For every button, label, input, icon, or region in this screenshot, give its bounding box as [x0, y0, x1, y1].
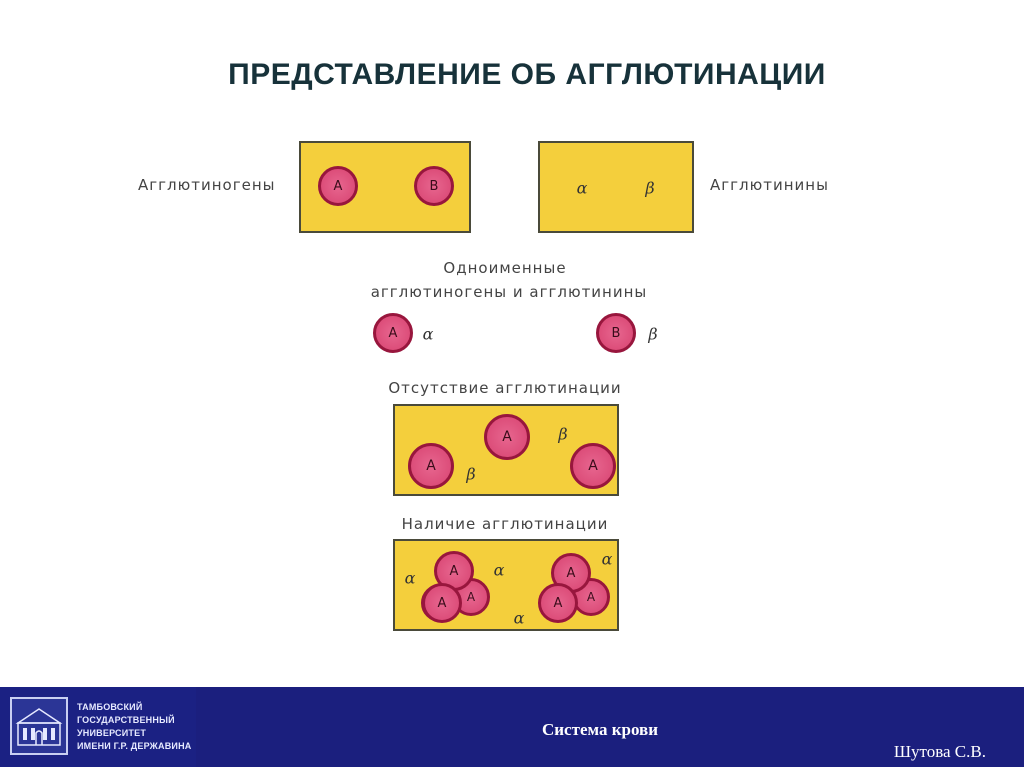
university-name-line1: ТАМБОВСКИЙ: [77, 701, 195, 714]
same-name-heading: Одноименные агглютиногены и агглютинины: [0, 256, 1010, 304]
footer-author: Шутова С.В.: [894, 742, 986, 762]
agglutinins-label: Агглютинины: [710, 176, 829, 194]
absence-cell-a-middle: A: [484, 414, 530, 460]
pair-beta: β: [648, 325, 657, 344]
clump-left-cell-4: A: [422, 583, 462, 623]
agglutinogens-box: A B: [299, 141, 471, 233]
presence-box: A A A A A A A α α α α: [393, 539, 619, 631]
absence-beta-top: β: [558, 425, 567, 444]
alpha-agglutinin: α: [577, 179, 588, 198]
same-name-heading-line1: Одноименные: [0, 256, 1010, 280]
same-name-heading-line2: агглютиногены и агглютинины: [0, 280, 1010, 304]
presence-alpha-center-bottom: α: [514, 609, 525, 628]
presence-heading: Наличие агглютинации: [0, 512, 1010, 536]
clump-right-cell-3: A: [538, 583, 578, 623]
pair-a-cell: A: [373, 313, 413, 353]
antigen-b-cell: B: [414, 166, 454, 206]
pair-alpha: α: [423, 325, 434, 344]
footer-bar: ТАМБОВСКИЙ ГОСУДАРСТВЕННЫЙ УНИВЕРСИТЕТ И…: [0, 687, 1024, 767]
presence-alpha-center-top: α: [494, 561, 505, 580]
beta-agglutinin: β: [645, 179, 654, 198]
absence-cell-a-left: A: [408, 443, 454, 489]
antigen-a-cell: A: [318, 166, 358, 206]
university-name-line4: ИМЕНИ Г.Р. ДЕРЖАВИНА: [77, 740, 195, 753]
absence-heading: Отсутствие агглютинации: [0, 376, 1010, 400]
absence-beta-bottom: β: [466, 465, 475, 484]
presence-alpha-left: α: [405, 569, 416, 588]
presence-alpha-right: α: [602, 550, 613, 569]
pair-b-cell: B: [596, 313, 636, 353]
footer-section-title: Система крови: [0, 720, 1024, 740]
absence-cell-a-right: A: [570, 443, 616, 489]
agglutinogens-label: Агглютиногены: [138, 176, 275, 194]
agglutinins-box: α β: [538, 141, 694, 233]
absence-box: A A A β β: [393, 404, 619, 496]
slide-title: ПРЕДСТАВЛЕНИЕ ОБ АГГЛЮТИНАЦИИ: [0, 58, 1024, 92]
